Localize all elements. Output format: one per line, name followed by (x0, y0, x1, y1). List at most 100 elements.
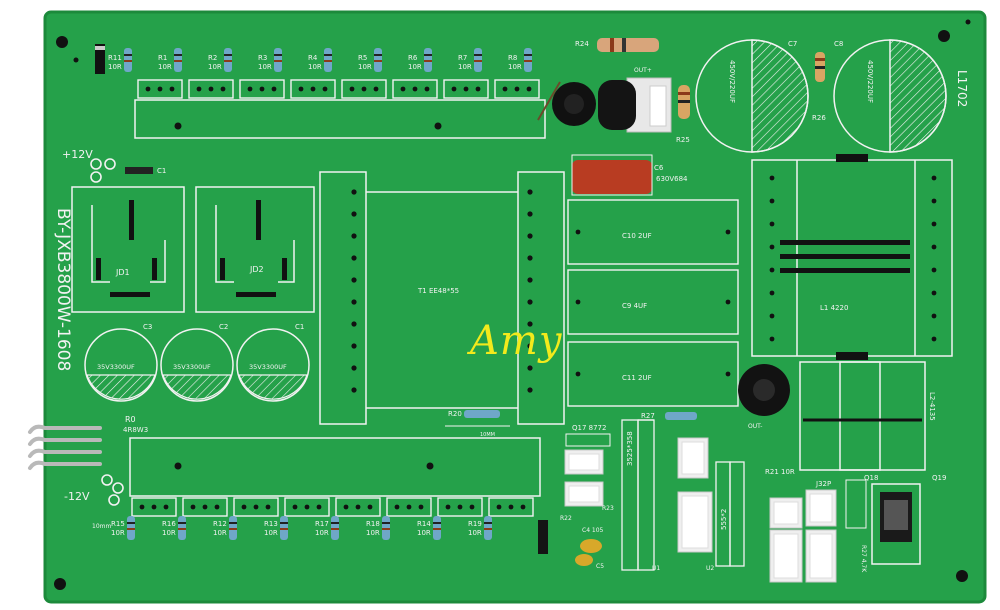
svg-text:Q18: Q18 (864, 474, 878, 482)
svg-text:R0: R0 (125, 415, 136, 424)
resistor-ref: R5 (358, 54, 367, 62)
film-capacitor-c11: C11 2UF (567, 341, 739, 407)
svg-text:J32P: J32P (815, 480, 831, 488)
bottom-resistor-row: R1510RR1610RR1210RR1310RR1710RR1810RR141… (111, 516, 492, 540)
resistor-value: 10R (208, 63, 222, 71)
resistor-value: 10R (417, 529, 431, 537)
svg-text:U1: U1 (652, 565, 660, 572)
svg-text:L2-4135: L2-4135 (928, 392, 936, 421)
svg-text:555*2: 555*2 (720, 509, 728, 530)
svg-text:R23: R23 (602, 505, 614, 512)
resistor-ref: R1 (158, 54, 167, 62)
svg-text:JD1: JD1 (115, 268, 130, 277)
diode-d1 (125, 167, 153, 174)
capacitor-ref: C2 (219, 323, 228, 331)
transistor-pad (335, 497, 381, 517)
inductor-l2: OUT- L2-4135 Q19 (738, 361, 946, 482)
capacitor-c7: 450V/220UF C7 (695, 39, 809, 153)
resistor-r0: R0 4R8W3 (28, 415, 148, 470)
resistor-r24 (597, 38, 659, 52)
diode-top-left (95, 44, 105, 74)
resistor-ref: R19 (468, 520, 482, 528)
plus-12v-label: +12V (62, 148, 93, 161)
transistor-pad (131, 497, 177, 517)
resistor-r26: R26 (812, 52, 826, 122)
white-connector (677, 437, 709, 479)
resistor-ref: R8 (508, 54, 517, 62)
resistor-ref: R17 (315, 520, 329, 528)
white-connector (564, 449, 604, 475)
svg-text:C8: C8 (834, 40, 843, 48)
resistor-r20 (464, 410, 500, 418)
capacitor-value: 35V3300UF (249, 363, 287, 371)
resistor-value: 10R (258, 63, 272, 71)
resistor-ref: R12 (213, 520, 227, 528)
capacitor-c8: 450V/220UF C8 (833, 39, 947, 153)
svg-text:L1 4220: L1 4220 (820, 304, 848, 312)
minus-12v-label: -12V (64, 490, 90, 503)
transistor-pad (488, 497, 534, 517)
resistor-ref: R7 (458, 54, 467, 62)
resistor-value: 10R (264, 529, 278, 537)
board-model-code: BY-JXB3800W-1608 (53, 208, 73, 371)
svg-text:Q19: Q19 (932, 474, 946, 482)
film-capacitor-c9: C9 4UF (567, 269, 739, 335)
transistor-pad (290, 79, 336, 99)
white-connector (769, 497, 803, 529)
transistor-pad (182, 497, 228, 517)
ic-u1: 3525*358 U1 (621, 419, 660, 572)
svg-text:U2: U2 (706, 565, 714, 572)
transistor-pad (494, 79, 540, 99)
choke-top-left (552, 82, 596, 126)
svg-text:C5: C5 (596, 563, 604, 570)
film-cap-label: C10 2UF (622, 232, 652, 240)
svg-text:10mm: 10mm (92, 523, 111, 530)
transistor-pad (341, 79, 387, 99)
film-cap-label: C9 4UF (622, 302, 647, 310)
svg-text:R22: R22 (560, 515, 572, 522)
svg-text:OUT-: OUT- (748, 423, 762, 430)
capacitor-ref: C1 (295, 323, 304, 331)
white-connector (805, 529, 837, 583)
resistor-value: 10R (162, 529, 176, 537)
capacitor-value: 35V3300UF (173, 363, 211, 371)
transistor-pad (188, 79, 234, 99)
svg-text:R27: R27 (641, 412, 655, 420)
svg-text:Q17 8772: Q17 8772 (572, 424, 606, 432)
capacitor-c3: 35V3300UF C3 (84, 323, 158, 402)
svg-text:R25: R25 (676, 136, 690, 144)
white-connector (677, 491, 713, 553)
ic-u2: 555*2 U2 (706, 461, 745, 572)
resistor-ref: R3 (258, 54, 267, 62)
resistor-value: 10R (308, 63, 322, 71)
svg-text:C7: C7 (788, 40, 797, 48)
resistor-value: 10R (458, 63, 472, 71)
mounting-holes (54, 19, 971, 590)
resistor-value: 10R (408, 63, 422, 71)
capacitor-ref: C3 (143, 323, 152, 331)
film-cap-label: C11 2UF (622, 374, 652, 382)
capacitor-c2: 35V3300UF C2 (160, 323, 234, 402)
capacitor-c5 (575, 554, 593, 566)
capacitor-c6 (572, 160, 652, 194)
choke-top-right (598, 80, 636, 130)
transistor-pad (437, 497, 483, 517)
resistor-value: 10R (508, 63, 522, 71)
transistor-pad (392, 79, 438, 99)
capacitor-value: 35V3300UF (97, 363, 135, 371)
pcb-board (45, 12, 985, 602)
transistor-pad (233, 497, 279, 517)
transistor-pad (443, 79, 489, 99)
svg-text:450V/220UF: 450V/220UF (866, 60, 874, 103)
svg-text:OUT+: OUT+ (634, 67, 652, 74)
